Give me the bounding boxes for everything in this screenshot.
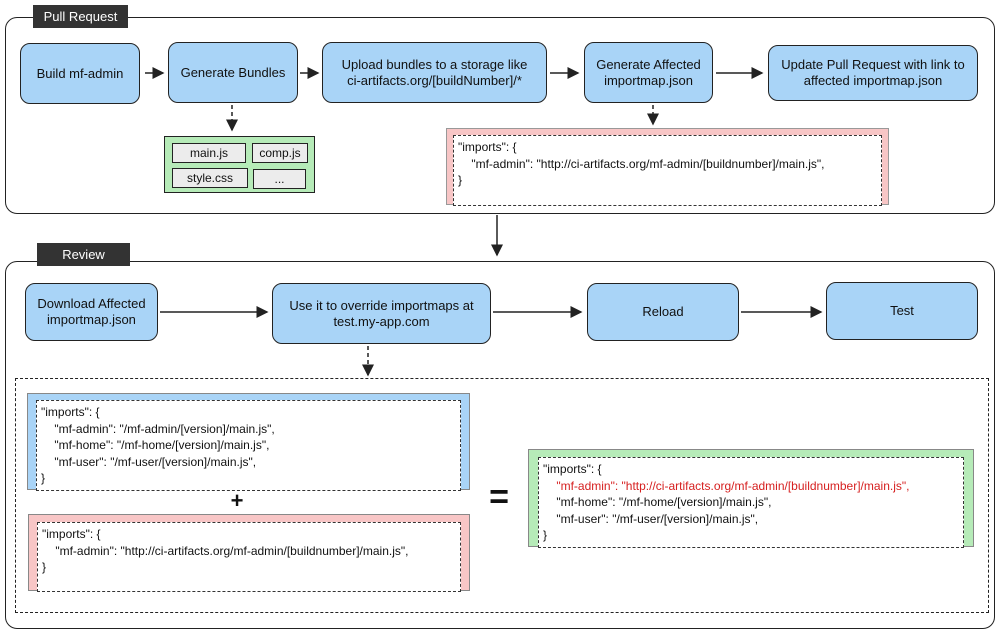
code-line: "imports": { bbox=[42, 527, 101, 541]
review-frame bbox=[5, 261, 995, 629]
code-line: "imports": { bbox=[458, 140, 517, 154]
code-line: "imports": { bbox=[543, 462, 602, 476]
step-download-affected: Download Affected importmap.json bbox=[25, 283, 158, 341]
step-override-importmaps: Use it to override importmaps at test.my… bbox=[272, 283, 491, 344]
file-comp-js: comp.js bbox=[252, 143, 308, 163]
code-line: "imports": { bbox=[41, 405, 100, 419]
code-line: } bbox=[41, 471, 46, 485]
code-line: "mf-user": "/mf-user/[version]/main.js", bbox=[41, 454, 257, 469]
code-line: "mf-home": "/mf-home/[version]/main.js", bbox=[41, 438, 270, 452]
file-main-js: main.js bbox=[172, 143, 246, 163]
code-line: "mf-admin": "http://ci-artifacts.org/mf-… bbox=[42, 543, 409, 558]
affected-importmap: "imports": { "mf-admin": "http://ci-arti… bbox=[446, 128, 889, 206]
step-update-pr: Update Pull Request with link to affecte… bbox=[768, 45, 978, 101]
step-generate-bundles: Generate Bundles bbox=[168, 42, 298, 103]
code-line: } bbox=[42, 560, 47, 574]
code-block: "imports": { "mf-admin": "http://ci-arti… bbox=[453, 135, 882, 206]
result-importmap: "imports": { "mf-admin": "http://ci-arti… bbox=[528, 449, 974, 548]
file-more: ... bbox=[253, 169, 306, 189]
code-line: } bbox=[458, 173, 463, 187]
step-generate-affected: Generate Affected importmap.json bbox=[584, 42, 713, 103]
review-title: Review bbox=[37, 243, 130, 266]
code-line: "mf-home": "/mf-home/[version]/main.js", bbox=[543, 495, 772, 509]
code-line: "mf-user": "/mf-user/[version]/main.js", bbox=[543, 511, 759, 526]
importmap-merge-area bbox=[15, 378, 989, 613]
code-block: "imports": { "mf-admin": "http://ci-arti… bbox=[37, 522, 461, 592]
code-block: "imports": { "mf-admin": "http://ci-arti… bbox=[538, 457, 964, 548]
step-upload-bundles: Upload bundles to a storage like ci-arti… bbox=[322, 42, 547, 103]
plus-sign: + bbox=[230, 488, 244, 513]
code-line: } bbox=[543, 528, 548, 542]
file-style-css: style.css bbox=[172, 168, 248, 188]
code-line-highlighted: "mf-admin": "http://ci-artifacts.org/mf-… bbox=[543, 478, 910, 493]
code-block: "imports": { "mf-admin": "/mf-admin/[ver… bbox=[36, 400, 461, 491]
step-build: Build mf-admin bbox=[20, 43, 140, 104]
override-importmap: "imports": { "mf-admin": "http://ci-arti… bbox=[28, 514, 470, 592]
code-line: "mf-admin": "/mf-admin/[version]/main.js… bbox=[41, 421, 275, 436]
step-reload: Reload bbox=[587, 283, 739, 341]
equals-sign: = bbox=[489, 478, 509, 516]
base-importmap: "imports": { "mf-admin": "/mf-admin/[ver… bbox=[27, 393, 470, 491]
pull-request-title: Pull Request bbox=[33, 5, 128, 28]
code-line: "mf-admin": "http://ci-artifacts.org/mf-… bbox=[458, 156, 825, 171]
step-test: Test bbox=[826, 282, 978, 340]
pull-request-frame bbox=[5, 17, 995, 214]
